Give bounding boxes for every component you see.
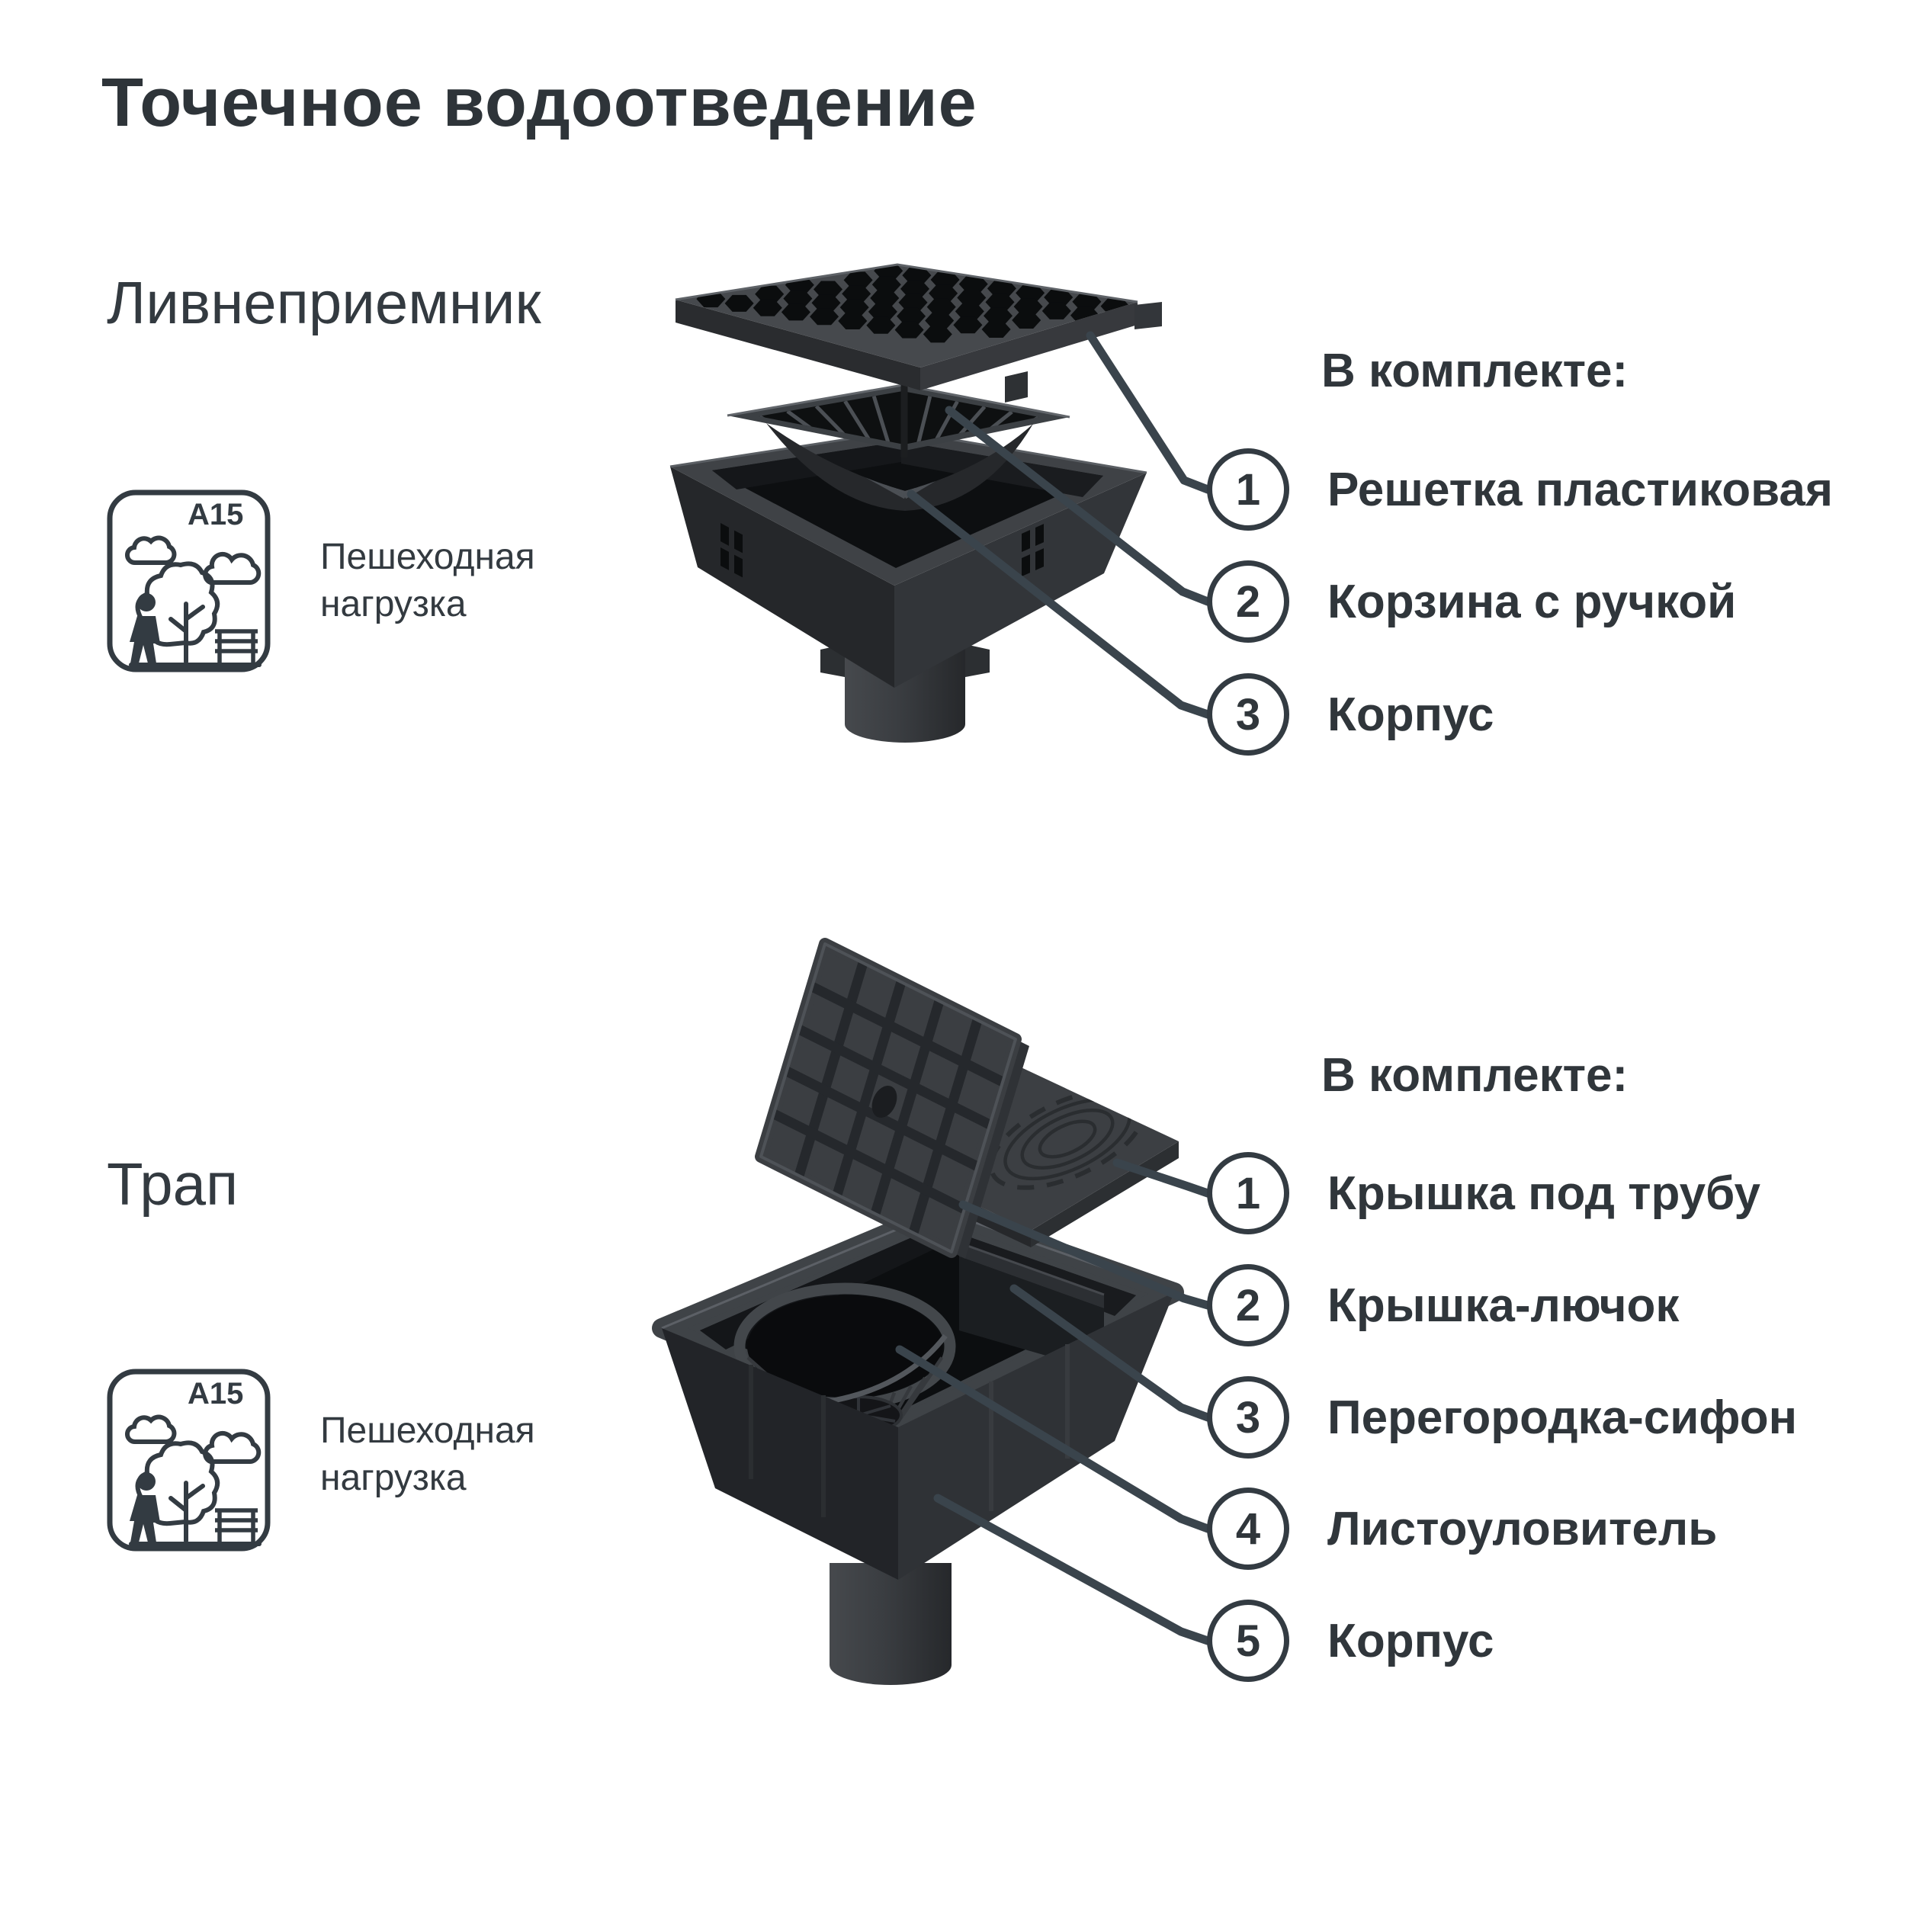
item-number-badge: 4 [1207,1488,1289,1570]
grate-clip-hook [1005,371,1028,403]
load-class-code-bottom: A15 [188,1377,243,1410]
kit-item-row: 2 Корзина с ручкой [1207,560,1736,643]
item-number-badge: 2 [1207,560,1289,643]
lid-grid [772,961,1005,1234]
kit-item-label: Крышка под трубу [1327,1167,1761,1220]
kit-item-label: Корзина с ручкой [1327,575,1737,628]
kit-item-label: Решетка пластиковая [1327,463,1834,516]
trap-callout-lines [895,1158,1212,1645]
item-number-badge: 1 [1207,448,1289,531]
kit-item-row: 1 Решетка пластиковая [1207,448,1833,531]
lid-center-hole [871,1085,897,1118]
kit-item-row: 2 Крышка-лючок [1207,1264,1679,1346]
callout-line-grate [1086,331,1212,494]
trap-pipe [830,1563,952,1685]
callout-line-leafbasket [895,1345,1212,1533]
callout-line-cover [1112,1158,1212,1198]
load-class-code-top: A15 [188,498,243,531]
kit-item-row: 4 Листоуловитель [1207,1488,1717,1570]
trap-illustration [652,938,1212,1685]
kit-item-label: Корпус [1327,688,1494,741]
callout-line-basket [945,406,1212,606]
kit-item-row: 3 Корпус [1207,673,1494,756]
kit-item-row: 1 Крышка под трубу [1207,1152,1760,1234]
item-number-badge: 2 [1207,1264,1289,1346]
callout-line-partition [1009,1284,1212,1422]
kit-item-label: Перегородка-сифон [1327,1391,1798,1444]
item-number-badge: 1 [1207,1152,1289,1234]
callout-line-trapbody [933,1494,1212,1645]
inlet-grate [675,263,1162,403]
kit-item-row: 5 Корпус [1207,1600,1494,1682]
load-description-top: Пешеходная нагрузка [320,537,535,624]
storm-inlet-illustration [669,263,1212,743]
callout-line-body [907,489,1212,719]
kit-item-row: 3 Перегородка-сифон [1207,1376,1797,1459]
kit-item-label: Крышка-лючок [1327,1279,1680,1332]
load-description-bottom: Пешеходная нагрузка [320,1410,535,1498]
grate-latch [1134,302,1162,329]
callout-line-hatch [958,1200,1212,1310]
kit-item-label: Корпус [1327,1614,1494,1667]
trap-partition [958,1241,1105,1372]
item-number-badge: 3 [1207,1376,1289,1459]
item-number-badge: 3 [1207,673,1289,756]
product-label-storm-inlet: Ливнеприемник [107,269,541,336]
vent-slots-right [1022,524,1044,576]
kit-heading-top: В комплекте: [1321,345,1629,397]
inlet-body [669,429,1147,688]
product-label-trap: Трап [107,1151,239,1218]
kit-heading-bottom: В комплекте: [1321,1049,1629,1102]
page-title: Точечное водоотведение [101,65,977,141]
item-number-badge: 5 [1207,1600,1289,1682]
inlet-callout-lines [907,331,1212,719]
vent-slots-left [720,523,743,578]
kit-item-label: Листоуловитель [1327,1502,1718,1555]
